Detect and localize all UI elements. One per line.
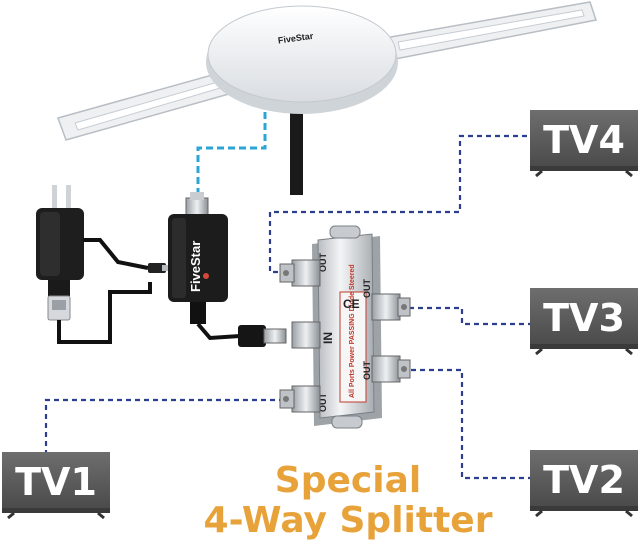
caption-line-1: Special: [275, 460, 421, 501]
tv3-label: TV3: [543, 296, 625, 340]
antenna-brand: FiveStar: [277, 31, 314, 46]
port-label-out-tl: OUT: [318, 253, 328, 273]
usb-cable: [57, 282, 152, 344]
antenna-disk: [207, 5, 397, 103]
splitter: All Ports Power PASSING Diode Steered CE…: [279, 225, 411, 429]
tv-4: TV4: [530, 110, 638, 178]
splitter-side-text: All Ports Power PASSING Diode Steered: [349, 264, 356, 398]
antenna-mast: [290, 100, 303, 195]
caption-line-2: 4-Way Splitter: [204, 500, 493, 541]
tv-1: TV1: [2, 452, 110, 520]
line-to-tv3: [400, 306, 530, 326]
tv-3: TV3: [530, 288, 638, 356]
power-adapter: [36, 185, 84, 321]
port-label-out-bl: OUT: [318, 393, 328, 413]
antenna-cable-dashed: [196, 112, 267, 205]
amplifier-brand: FiveStar: [188, 241, 203, 292]
port-out-bottom-left: [279, 385, 321, 413]
amplifier-led: [203, 273, 209, 279]
tv1-label: TV1: [15, 460, 97, 504]
tv-2: TV2: [530, 450, 638, 518]
port-label-out-br: OUT: [362, 361, 372, 381]
tv2-label: TV2: [543, 458, 625, 502]
port-out-top-left: [279, 259, 321, 287]
port-out-top-right: [371, 293, 411, 321]
port-label-out-tr: OUT: [362, 279, 372, 299]
amp-to-splitter-cable: [196, 322, 241, 341]
signal-amplifier: FiveStar: [168, 192, 228, 324]
line-to-tv4: [268, 134, 530, 274]
antenna: FiveStar: [57, 1, 597, 195]
tv4-label: TV4: [543, 118, 625, 162]
splitter-ce-mark: CE: [343, 297, 360, 311]
dc-cable: [83, 238, 149, 270]
port-out-bottom-right: [371, 355, 411, 383]
port-label-in: IN: [321, 332, 335, 344]
port-in: [291, 321, 321, 349]
line-to-tv2: [402, 368, 530, 480]
line-to-tv1: [44, 398, 284, 452]
tv-connection-lines: [44, 134, 530, 480]
